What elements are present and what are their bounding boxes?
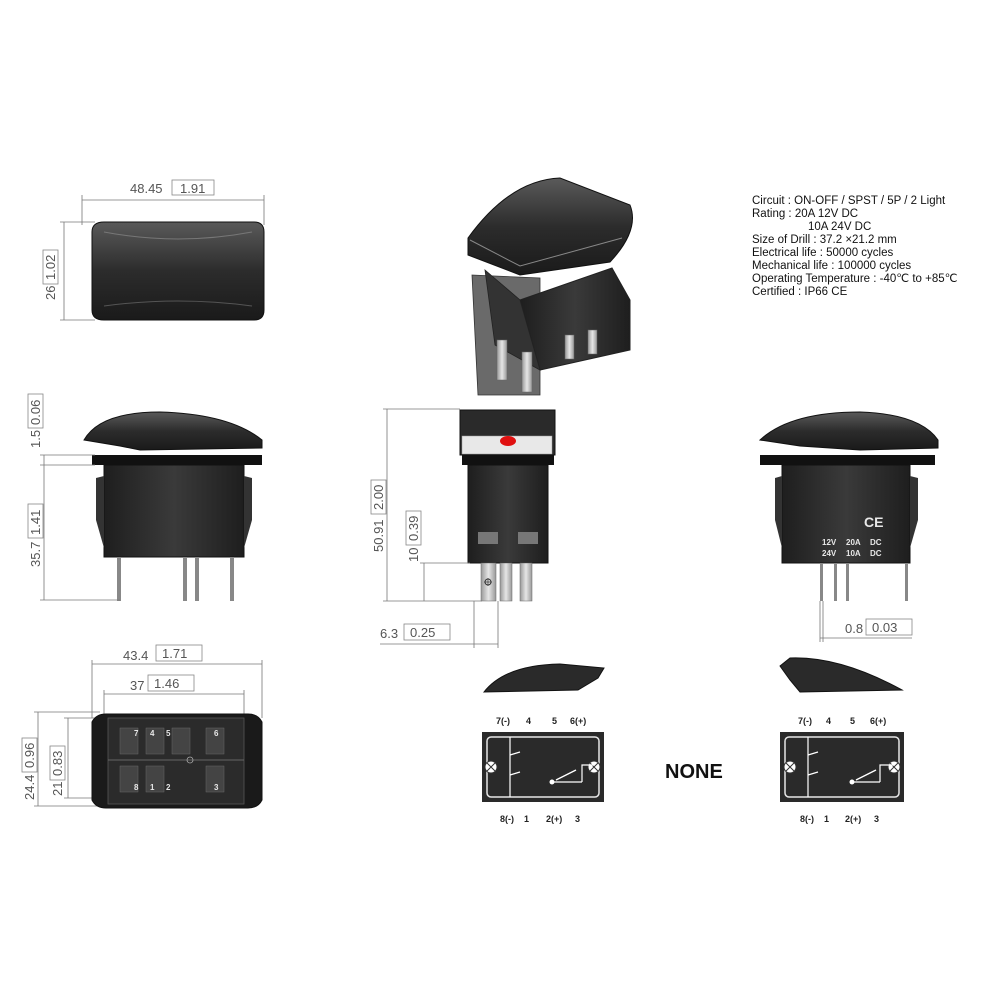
dim-bottom-outer-width: 43.4 bbox=[123, 648, 148, 663]
side-view-right: CE 12V 20A DC 24V 10A DC 0.8 0.03 bbox=[758, 411, 939, 642]
wire-label-4: 4 bbox=[826, 716, 831, 726]
dim-gap: 1.5 bbox=[28, 430, 43, 448]
pin-label-1: 1 bbox=[150, 783, 155, 792]
switch-body bbox=[103, 464, 245, 558]
pin bbox=[117, 557, 121, 601]
dim-gap-in: 0.06 bbox=[28, 400, 43, 425]
pin bbox=[230, 557, 234, 601]
front-body bbox=[467, 464, 549, 564]
pin bbox=[820, 563, 823, 601]
dim-bottom-inner-width: 37 bbox=[130, 678, 144, 693]
spec-temperature: Operating Temperature : -40℃ to +85℃ bbox=[752, 273, 958, 285]
spec-electrical-life: Electrical life : 50000 cycles bbox=[752, 247, 894, 259]
wire-label-2: 2(+) bbox=[546, 814, 562, 824]
dim-height-top-in: 1.02 bbox=[43, 255, 58, 280]
dim-pin-thickness: 0.8 bbox=[845, 621, 863, 636]
spec-drill: Size of Drill : 37.2 ×21.2 mm bbox=[752, 234, 897, 246]
dim-bottom-inner-width-in: 1.46 bbox=[154, 676, 179, 691]
wiring-diagram-off: 7(-) 4 5 6(+) 8(-) 1 2(+) 3 bbox=[482, 716, 604, 824]
spec-certified: Certified : IP66 CE bbox=[752, 286, 848, 298]
iso-pin bbox=[587, 329, 598, 355]
dim-bottom-outer-width-in: 1.71 bbox=[162, 646, 187, 661]
dim-height-top: 26 bbox=[43, 286, 58, 300]
wire-label-8: 8(-) bbox=[500, 814, 514, 824]
pin bbox=[195, 557, 199, 601]
dim-width-top: 48.45 bbox=[130, 181, 163, 196]
spec-rating: Rating : 20A 12V DC bbox=[752, 208, 858, 220]
dim-bottom-inner-height: 21 bbox=[50, 782, 65, 796]
wire-label-1: 1 bbox=[524, 814, 529, 824]
wire-label-5: 5 bbox=[552, 716, 557, 726]
rocker-profile-off bbox=[482, 663, 605, 693]
dim-bottom-inner-height-in: 0.83 bbox=[50, 751, 65, 776]
dim-pin-length: 10 bbox=[406, 548, 421, 562]
rocker-face bbox=[91, 221, 265, 321]
spec-mechanical-life: Mechanical life : 100000 cycles bbox=[752, 260, 911, 272]
label-20a: 20A bbox=[846, 538, 861, 547]
label-24v: 24V bbox=[822, 549, 837, 558]
none-label: NONE bbox=[665, 761, 723, 783]
wire-label-7: 7(-) bbox=[496, 716, 510, 726]
pin bbox=[834, 563, 837, 601]
side-view-left: 1.5 0.06 35.7 1.41 bbox=[27, 393, 263, 601]
dim-bottom-outer-height-in: 0.96 bbox=[22, 743, 37, 768]
wire-label-4: 4 bbox=[526, 716, 531, 726]
bottom-view: 43.4 1.71 37 1.46 24.4 0.96 21 0.83 bbox=[21, 644, 263, 809]
wire-label-5: 5 bbox=[850, 716, 855, 726]
dim-pin-spacing-in: 0.25 bbox=[410, 625, 435, 640]
rocker-profile-on bbox=[779, 657, 904, 693]
dim-pin-spacing: 6.3 bbox=[380, 626, 398, 641]
dim-pin-length-in: 0.39 bbox=[406, 516, 421, 541]
dim-bottom-outer-height: 24.4 bbox=[22, 775, 37, 800]
dim-total-height: 50.91 bbox=[371, 519, 386, 552]
label-10a: 10A bbox=[846, 549, 861, 558]
wire-label-6: 6(+) bbox=[570, 716, 586, 726]
dim-pin-thickness-in: 0.03 bbox=[872, 620, 897, 635]
side-body bbox=[781, 464, 911, 564]
pin-label-2: 2 bbox=[166, 783, 171, 792]
spec-circuit: Circuit : ON-OFF / SPST / 5P / 2 Light bbox=[752, 195, 946, 207]
pin bbox=[905, 563, 908, 601]
wiring-diagram-on: 7(-) 4 5 6(+) 8(-) 1 2(+) 3 bbox=[780, 716, 904, 824]
bezel bbox=[92, 455, 262, 465]
pin-label-5: 5 bbox=[166, 729, 171, 738]
front-view: 50.91 2.00 10 0.39 6.3 0.25 bbox=[370, 408, 556, 648]
pin-label-7: 7 bbox=[134, 729, 139, 738]
front-pin bbox=[519, 562, 533, 602]
pin bbox=[846, 563, 849, 601]
front-pin bbox=[499, 562, 513, 602]
label-12v: 12V bbox=[822, 538, 837, 547]
spec-block: Circuit : ON-OFF / SPST / 5P / 2 Light R… bbox=[752, 195, 958, 298]
dim-body-height: 35.7 bbox=[28, 542, 43, 567]
pin-label-3: 3 bbox=[214, 783, 219, 792]
ce-mark: CE bbox=[864, 514, 883, 530]
label-dc-2: DC bbox=[870, 549, 882, 558]
pin bbox=[183, 557, 187, 601]
iso-pin bbox=[564, 334, 575, 360]
spec-rating-2: 10A 24V DC bbox=[808, 221, 871, 233]
wire-label-3: 3 bbox=[575, 814, 580, 824]
label-dc-1: DC bbox=[870, 538, 882, 547]
iso-pin bbox=[496, 339, 508, 381]
wire-label-1: 1 bbox=[824, 814, 829, 824]
wire-label-3: 3 bbox=[874, 814, 879, 824]
iso-pin bbox=[521, 351, 533, 393]
pin-label-6: 6 bbox=[214, 729, 219, 738]
wire-label-8: 8(-) bbox=[800, 814, 814, 824]
pin-label-8: 8 bbox=[134, 783, 139, 792]
dim-width-top-in: 1.91 bbox=[180, 181, 205, 196]
dim-body-height-in: 1.41 bbox=[28, 510, 43, 535]
isometric-view bbox=[467, 177, 633, 396]
dim-total-height-in: 2.00 bbox=[371, 485, 386, 510]
wire-label-2: 2(+) bbox=[845, 814, 861, 824]
led-indicator bbox=[500, 436, 516, 446]
wire-label-6: 6(+) bbox=[870, 716, 886, 726]
top-view: 48.45 1.91 26 1.02 bbox=[42, 179, 265, 321]
wire-label-7: 7(-) bbox=[798, 716, 812, 726]
pin-label-4: 4 bbox=[150, 729, 155, 738]
iso-rocker bbox=[467, 177, 633, 276]
